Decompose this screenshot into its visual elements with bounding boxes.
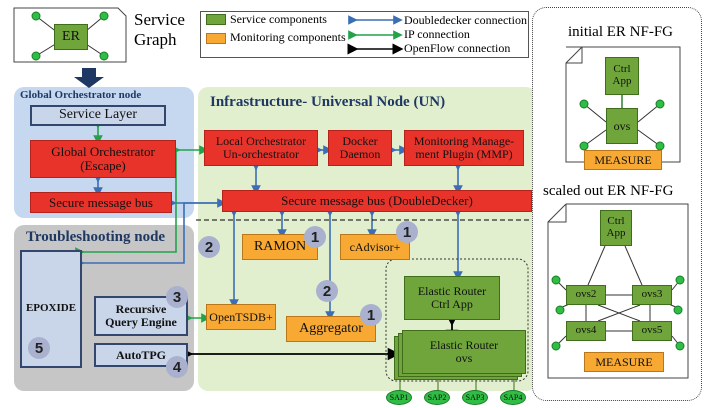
service-layer-box: Service Layer <box>30 105 166 126</box>
doubledecker-bus: Secure message bus (DoubleDecker) <box>222 190 532 212</box>
er-ovs-box: Elastic Router ovs <box>402 330 526 374</box>
epoxide-box: EPOXIDE <box>20 250 82 368</box>
badge-rqe: 3 <box>166 286 188 308</box>
badge-cadvisor: 1 <box>396 221 418 243</box>
badge-autotpg: 4 <box>166 356 188 378</box>
scaled-ovs5: ovs5 <box>632 321 672 341</box>
badge-epoxide-bus: 2 <box>198 236 220 258</box>
initial-measure: MEASURE <box>584 150 662 170</box>
sap-2: SAP2 <box>424 390 450 405</box>
scaled-nffg-title: scaled out ER NF-FG <box>543 183 674 199</box>
badge-aggregator: 1 <box>360 304 382 326</box>
legend-service-label: Service components <box>230 12 327 26</box>
er-dotted-outline <box>385 258 529 382</box>
legend-doubledecker-label: Doubledecker connection <box>404 13 527 27</box>
scaled-ctrl-app: Ctrl App <box>600 210 632 246</box>
sap-4: SAP4 <box>500 390 526 405</box>
legend-ip-label: IP connection <box>404 27 470 41</box>
initial-ovs: ovs <box>606 108 638 144</box>
service-graph-er-node: ER <box>54 24 88 50</box>
universal-node-title: Infrastructure- Universal Node (UN) <box>210 94 446 110</box>
sap-1: SAP1 <box>386 390 412 405</box>
scaled-ovs2: ovs2 <box>566 285 606 305</box>
scaled-ovs3: ovs3 <box>632 285 672 305</box>
badge-ramon: 1 <box>304 226 326 248</box>
er-ctrl-app-box: Elastic Router Ctrl App <box>404 276 500 320</box>
initial-ctrl-app: Ctrl App <box>605 57 639 95</box>
scaled-measure: MEASURE <box>584 352 664 372</box>
badge-epoxide: 5 <box>28 337 50 359</box>
global-message-bus: Secure message bus <box>30 192 172 213</box>
scaled-ovs4: ovs4 <box>566 321 606 341</box>
legend-openflow-label: OpenFlow connection <box>404 41 511 55</box>
service-graph-label: Service Graph <box>134 10 185 49</box>
global-orchestrator-box: Global Orchestrator (Escape) <box>30 140 176 178</box>
legend-box <box>200 11 529 58</box>
legend-monitoring-swatch <box>206 33 226 44</box>
legend-service-swatch <box>206 14 226 25</box>
docker-daemon-box: Docker Daemon <box>328 130 392 166</box>
opentsdb-box: OpenTSDB+ <box>206 304 276 330</box>
legend-monitoring-label: Monitoring components <box>230 30 346 44</box>
initial-nffg-title: initial ER NF-FG <box>568 24 674 40</box>
service-graph-arrow <box>74 68 104 88</box>
troubleshooting-title: Troubleshooting node <box>26 229 166 245</box>
badge-aggregator-link: 2 <box>316 280 338 302</box>
sap-3: SAP3 <box>462 390 488 405</box>
global-orchestrator-title: Global Orchestrator node <box>20 89 142 101</box>
local-orchestrator-box: Local Orchestrator Un-orchestrator <box>204 130 318 166</box>
mmp-box: Monitoring Manage- ment Plugin (MMP) <box>404 130 524 166</box>
